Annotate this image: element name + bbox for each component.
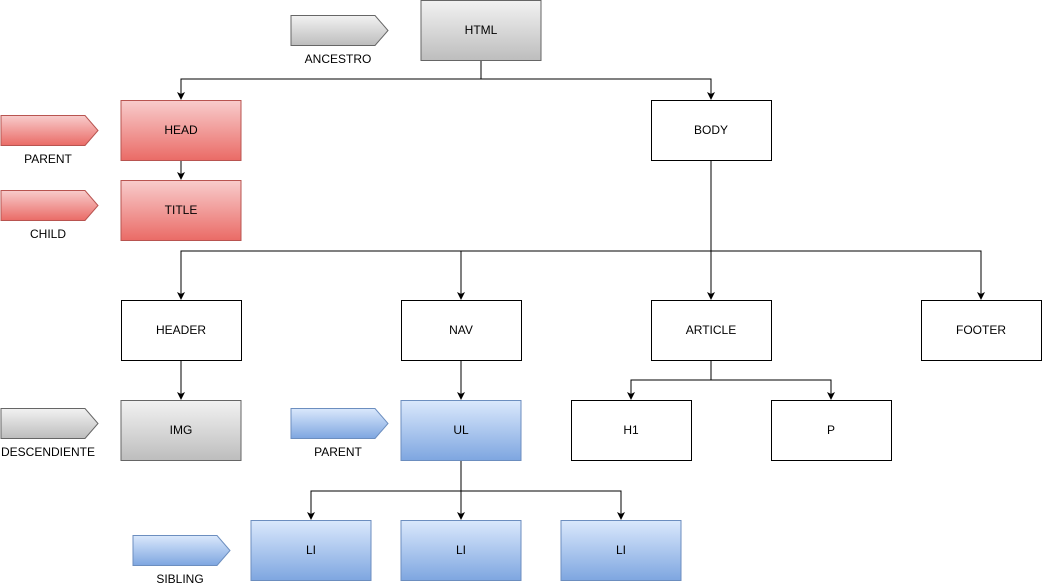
node-head: HEAD	[120, 100, 242, 161]
node-li-2-label: LI	[456, 543, 466, 557]
tag-sibling: SIBLING	[132, 535, 231, 586]
tag-parent-ul-label: PARENT	[314, 445, 362, 459]
node-html: HTML	[420, 0, 542, 61]
node-html-label: HTML	[465, 23, 498, 37]
node-footer-label: FOOTER	[956, 323, 1006, 337]
tag-descendiente-label: DESCENDIENTE	[1, 445, 95, 459]
node-title: TITLE	[120, 180, 242, 241]
edge-ul-li-1	[307, 490, 461, 520]
tag-child-label: CHILD	[30, 227, 66, 241]
node-article: ARTICLE	[651, 300, 772, 361]
node-nav: NAV	[401, 300, 522, 361]
edge-article-p	[711, 379, 835, 400]
node-p-label: P	[827, 423, 835, 437]
tag-parent-head: PARENT	[0, 115, 99, 166]
node-img: IMG	[120, 400, 242, 461]
node-li-3: LI	[560, 520, 682, 581]
node-head-label: HEAD	[164, 123, 198, 137]
edge-ul-li-3	[461, 490, 625, 520]
tag-sibling-label: SIBLING	[156, 572, 203, 586]
tag-child-arrow-icon	[0, 190, 99, 221]
node-header-label: HEADER	[156, 323, 206, 337]
node-header: HEADER	[121, 300, 242, 361]
tag-descendiente: DESCENDIENTE	[0, 408, 99, 459]
node-body: BODY	[651, 100, 772, 161]
tag-ancestro: ANCESTRO	[290, 15, 389, 66]
node-img-label: IMG	[170, 423, 193, 437]
tag-child: CHILD	[0, 190, 99, 241]
node-ul: UL	[400, 400, 522, 461]
tag-ancestro-label: ANCESTRO	[305, 52, 372, 66]
edge-body-footer	[711, 250, 985, 300]
node-footer: FOOTER	[921, 300, 1042, 361]
tag-parent-ul: PARENT	[290, 408, 389, 459]
node-title-label: TITLE	[165, 203, 198, 217]
edge-body-header	[177, 250, 711, 300]
tag-descendiente-arrow-icon	[0, 408, 99, 439]
node-p: P	[771, 400, 892, 461]
tag-parent-ul-arrow-icon	[290, 408, 389, 439]
node-body-label: BODY	[694, 123, 728, 137]
edge-article-h1	[627, 360, 712, 400]
tag-sibling-arrow-icon	[132, 535, 231, 566]
edges	[177, 60, 985, 520]
node-li-3-label: LI	[616, 543, 626, 557]
node-li-1-label: LI	[306, 543, 316, 557]
node-article-label: ARTICLE	[686, 323, 736, 337]
edge-html-body	[481, 78, 715, 100]
tag-parent-head-label: PARENT	[24, 152, 72, 166]
tag-ancestro-arrow-icon	[290, 15, 389, 46]
node-ul-label: UL	[453, 423, 469, 437]
node-nav-label: NAV	[449, 323, 473, 337]
tag-parent-head-arrow-icon	[0, 115, 99, 146]
edge-html-head	[177, 60, 482, 100]
node-li-1: LI	[250, 520, 372, 581]
node-li-2: LI	[400, 520, 522, 581]
node-h1: H1	[571, 400, 692, 461]
node-h1-label: H1	[623, 423, 639, 437]
